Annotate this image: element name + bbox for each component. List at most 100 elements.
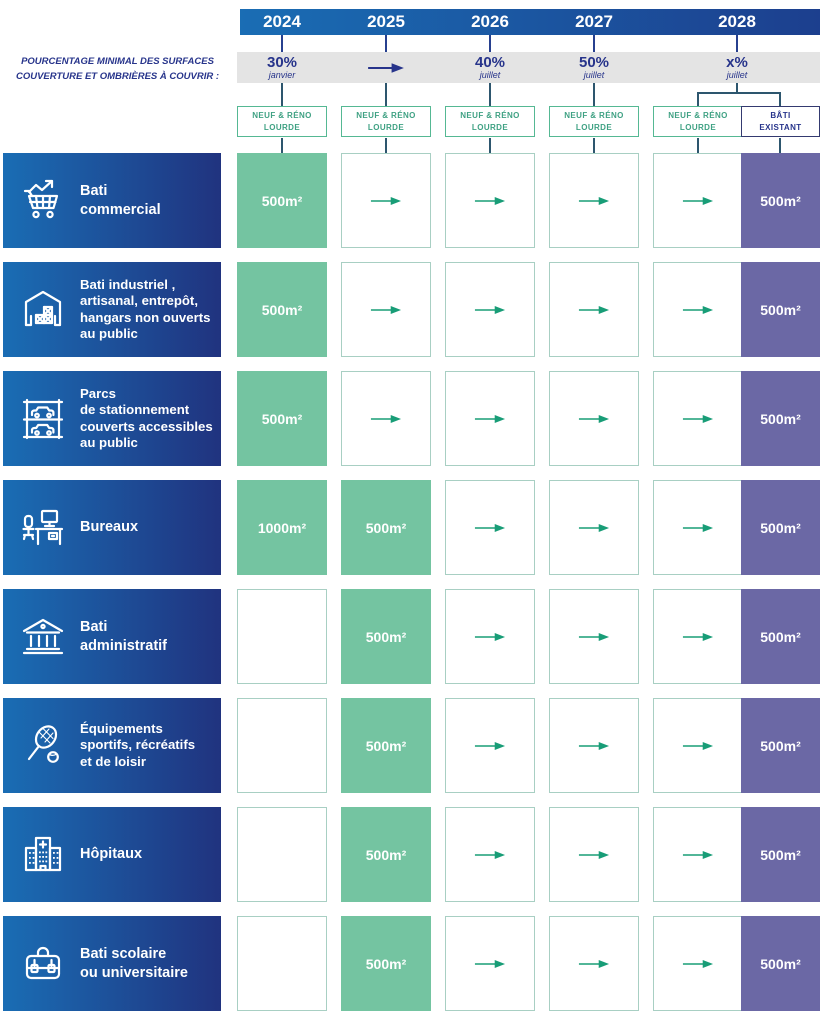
arrow-right-icon [474, 195, 506, 206]
matrix-cell [549, 807, 639, 902]
arrow-right-icon [682, 413, 714, 424]
milestone-value: 40% [474, 54, 506, 71]
matrix-cell [653, 480, 743, 575]
cell-value: 500m² [760, 846, 801, 863]
arrow-right-icon [578, 522, 610, 533]
connector-line [489, 138, 491, 154]
matrix-cell [445, 371, 535, 466]
row-label-text: Bureaux [80, 519, 139, 536]
milestone-2026: 40% juillet [438, 52, 542, 83]
matrix-cell [653, 698, 743, 793]
connector-line [281, 83, 283, 107]
matrix-cell [653, 371, 743, 466]
table-row: Équipements sportifs, récréatifs et de l… [0, 698, 820, 793]
cell-value: 500m² [365, 628, 407, 645]
connector-line [779, 92, 781, 107]
column-header-neuf-reno-2028: NEUF & RÉNO LOURDE [653, 106, 743, 137]
matrix-cell: 1000m² [237, 480, 327, 575]
warehouse-icon [19, 286, 67, 334]
cell-value: 500m² [760, 519, 801, 536]
column-header-line1: NEUF & RÉNO [668, 111, 728, 121]
row-label-text: Bati administratif [80, 619, 168, 654]
row-label-text: Bati commercial [80, 183, 161, 218]
matrix-cell [653, 153, 743, 248]
cell-value: 1000m² [257, 519, 307, 536]
milestone-value: x% [726, 54, 748, 71]
matrix-cell [341, 371, 431, 466]
caption-line1: POURCENTAGE MINIMAL DES SURFACES [21, 56, 214, 67]
matrix-cell: 500m² [341, 698, 431, 793]
table-row: Hôpitaux 500m² 500m² [0, 807, 820, 902]
arrow-right-icon [682, 631, 714, 642]
arrow-right-icon [474, 522, 506, 533]
matrix-cell: 500m² [741, 916, 820, 1011]
arrow-right-icon [474, 413, 506, 424]
matrix-cell: 500m² [741, 807, 820, 902]
table-row: Bati commercial 500m² 500m² [0, 153, 820, 248]
row-label-equipements-sportifs: Équipements sportifs, récréatifs et de l… [3, 698, 221, 793]
arrow-right-icon [370, 195, 402, 206]
desk-icon [19, 504, 67, 552]
arrow-right-icon [578, 631, 610, 642]
matrix-cell: 500m² [741, 480, 820, 575]
matrix-cell [549, 916, 639, 1011]
milestone-month: juillet [583, 70, 605, 80]
matrix-cell: 500m² [741, 153, 820, 248]
table-row: Bati scolaire ou universitaire 500m² 500… [0, 916, 820, 1011]
matrix-cell [445, 589, 535, 684]
caption-line2: COUVERTURE ET OMBRIÈRES À COUVRIR : [15, 70, 220, 82]
connector-line [736, 83, 738, 94]
connector-line [779, 138, 781, 154]
matrix-cell: 500m² [741, 262, 820, 357]
connector-line [697, 92, 699, 107]
hospital-icon [19, 831, 67, 879]
arrow-right-icon [578, 958, 610, 969]
arrow-right-icon [578, 304, 610, 315]
arrow-right-icon [474, 740, 506, 751]
cell-value: 500m² [760, 301, 801, 318]
connector-line [385, 35, 387, 52]
arrow-right-icon [367, 61, 405, 74]
matrix-cell [445, 480, 535, 575]
column-header-line1: NEUF & RÉNO [460, 111, 520, 121]
matrix-cell: 500m² [341, 916, 431, 1011]
column-header-neuf-reno-2025: NEUF & RÉNO LOURDE [341, 106, 431, 137]
connector-line [593, 35, 595, 52]
matrix-cell: 500m² [341, 807, 431, 902]
matrix-cell [445, 807, 535, 902]
column-header-bati-existant: BÂTI EXISTANT [741, 106, 820, 137]
matrix-cell [341, 153, 431, 248]
percentage-bar [237, 52, 820, 83]
milestone-month: juillet [726, 70, 748, 80]
column-header-line1: NEUF & RÉNO [564, 111, 624, 121]
cell-value: 500m² [261, 301, 303, 318]
year-header-bar [240, 9, 820, 35]
table-row: Bati industriel , artisanal, entrepôt, h… [0, 262, 820, 357]
milestone-2025 [334, 52, 438, 83]
row-label-bureaux: Bureaux [3, 480, 221, 575]
column-header-line2: LOURDE [679, 122, 717, 132]
arrow-right-icon [578, 740, 610, 751]
column-header-line1: NEUF & RÉNO [252, 111, 312, 121]
matrix-cell: 500m² [741, 698, 820, 793]
milestone-2028: x% juillet [685, 52, 789, 83]
column-header-line2: LOURDE [575, 122, 613, 132]
cell-value: 500m² [760, 410, 801, 427]
matrix-cell [341, 262, 431, 357]
milestone-2027: 50% juillet [542, 52, 646, 83]
matrix-cell [237, 916, 327, 1011]
column-header-neuf-reno-2024: NEUF & RÉNO LOURDE [237, 106, 327, 137]
column-header-line1: NEUF & RÉNO [356, 111, 416, 121]
matrix-cell: 500m² [237, 153, 327, 248]
column-header-neuf-reno-2026: NEUF & RÉNO LOURDE [445, 106, 535, 137]
row-label-bati-commercial: Bati commercial [3, 153, 221, 248]
row-label-hopitaux: Hôpitaux [3, 807, 221, 902]
cell-value: 500m² [760, 628, 801, 645]
matrix-cell: 500m² [341, 480, 431, 575]
connector-line [593, 138, 595, 154]
cart-icon [19, 177, 67, 225]
row-label-text: Bati scolaire ou universitaire [80, 946, 188, 981]
row-label-text: Parcs de stationnement couverts accessib… [80, 385, 213, 451]
column-header-neuf-reno-2027: NEUF & RÉNO LOURDE [549, 106, 639, 137]
matrix-cell: 500m² [341, 589, 431, 684]
